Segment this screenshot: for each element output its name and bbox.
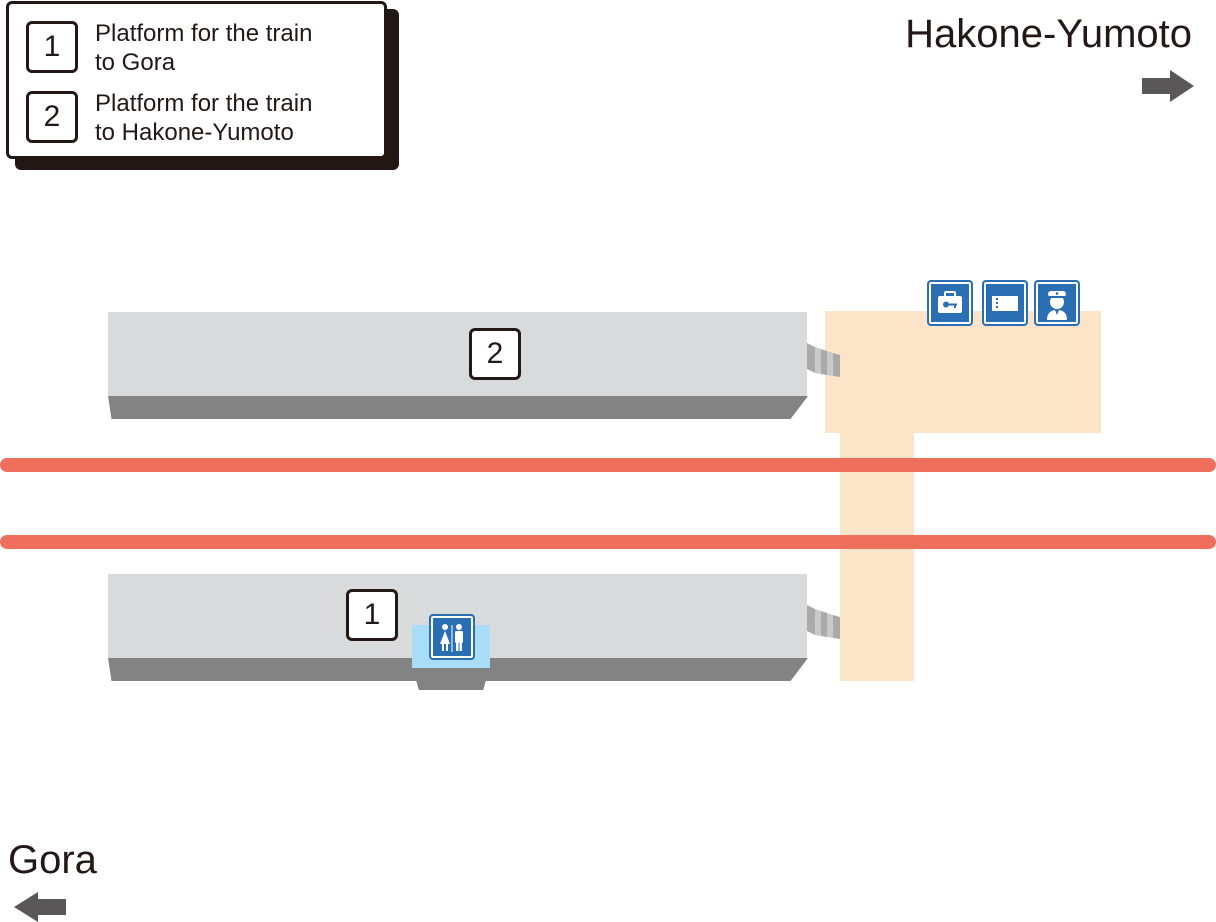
rail-track-lower: [0, 535, 1216, 549]
station-staff-icon: [1034, 280, 1080, 326]
arrow-right-icon: [1142, 70, 1194, 102]
ticket-machine-icon: [982, 280, 1028, 326]
stairs-icon: [807, 605, 840, 639]
direction-label-hakone-yumoto: Hakone-Yumoto: [905, 12, 1192, 56]
platform-1-badge: 1: [346, 589, 398, 641]
platform-2: [108, 312, 807, 397]
stairs-icon: [807, 343, 840, 377]
restroom-base: [416, 680, 486, 690]
arrow-left-icon: [14, 892, 66, 922]
concourse: [825, 311, 1101, 433]
legend-badge-2: 2: [26, 91, 78, 143]
rail-track-upper: [0, 458, 1216, 472]
coin-locker-icon: [927, 280, 973, 326]
platform-2-badge: 2: [469, 328, 521, 380]
legend-text-2: Platform for the train to Hakone-Yumoto: [95, 90, 313, 146]
legend-text-1: Platform for the train to Gora: [95, 20, 313, 76]
restroom-icon: [429, 614, 475, 660]
crosswalk-passage: [840, 433, 914, 681]
platform-2-edge: [108, 396, 808, 419]
platform-1-edge: [108, 658, 808, 681]
legend-badge-1: 1: [26, 21, 78, 73]
direction-label-gora: Gora: [8, 838, 97, 882]
